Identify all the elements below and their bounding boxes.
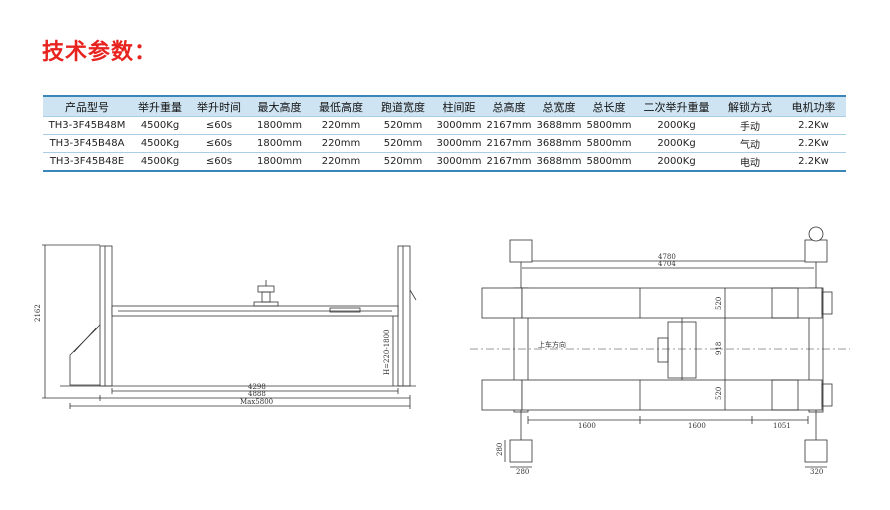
- dim-bottom-3-label: 1051: [773, 422, 791, 430]
- table-cell: 220mm: [310, 152, 372, 172]
- table-cell: 2000Kg: [634, 152, 719, 172]
- table-cell: 3000mm: [434, 116, 484, 135]
- header-cell: 解锁方式: [719, 95, 781, 117]
- header-cell: 二次举升重量: [634, 95, 719, 117]
- table-cell: 5800mm: [584, 134, 634, 153]
- header-cell: 最大高度: [249, 95, 310, 117]
- table-header-row: 产品型号 举升重量 举升时间 最大高度 最低高度 跑道宽度 柱间距 总高度 总宽…: [43, 95, 846, 117]
- table-cell: TH3-3F45B48M: [43, 116, 131, 135]
- table-cell: 1800mm: [249, 134, 310, 153]
- table-cell: 2167mm: [484, 116, 534, 135]
- table-cell: 2.2Kw: [781, 116, 846, 135]
- header-cell: 举升时间: [189, 95, 249, 117]
- table-cell: 520mm: [372, 134, 434, 153]
- header-cell: 总高度: [484, 95, 534, 117]
- header-cell: 举升重量: [131, 95, 189, 117]
- header-cell: 柱间距: [434, 95, 484, 117]
- table-cell: 5800mm: [584, 116, 634, 135]
- header-cell: 跑道宽度: [372, 95, 434, 117]
- table-row: TH3-3F45B48E 4500Kg ≤60s 1800mm 220mm 52…: [43, 152, 846, 172]
- table-cell: 2000Kg: [634, 116, 719, 135]
- table-cell: 1800mm: [249, 152, 310, 172]
- table-cell: 2000Kg: [634, 134, 719, 153]
- table-cell: 4500Kg: [131, 152, 189, 172]
- table-cell: 3688mm: [534, 152, 584, 172]
- dim-post-left-label: 280: [496, 443, 504, 456]
- table-cell: TH3-3F45B48E: [43, 152, 131, 172]
- dim-top-2-label: 4704: [658, 260, 676, 268]
- table-cell: 5800mm: [584, 152, 634, 172]
- table-cell: 3688mm: [534, 134, 584, 153]
- dim-bottom-2-label: 1600: [688, 422, 706, 430]
- center-direction-label: 上车方向: [538, 340, 566, 349]
- dim-right-2-label: 918: [715, 342, 723, 355]
- table-cell: 3000mm: [434, 134, 484, 153]
- table-row: TH3-3F45B48M 4500Kg ≤60s 1800mm 220mm 52…: [43, 116, 846, 135]
- header-cell: 最低高度: [310, 95, 372, 117]
- dim-top-1-label: 4780: [658, 253, 676, 261]
- table-cell: 手动: [719, 116, 781, 135]
- dim-post-right-label: 320: [810, 468, 823, 476]
- table-cell: 220mm: [310, 116, 372, 135]
- header-cell: 总长度: [584, 95, 634, 117]
- spec-table: 产品型号 举升重量 举升时间 最大高度 最低高度 跑道宽度 柱间距 总高度 总宽…: [43, 95, 846, 172]
- table-cell: 4500Kg: [131, 116, 189, 135]
- dim-right-3-label: 520: [715, 387, 723, 400]
- table-cell: 3688mm: [534, 116, 584, 135]
- header-cell: 产品型号: [43, 95, 131, 117]
- dim-post-bottom-label: 280: [516, 468, 529, 476]
- table-cell: 气动: [719, 134, 781, 153]
- dim-outer-label: Max5800: [240, 398, 273, 406]
- table-cell: 2.2Kw: [781, 152, 846, 172]
- dim-bottom-1-label: 1600: [578, 422, 596, 430]
- dim-lift-range-label: H=220-1800: [383, 329, 391, 375]
- dim-right-1-label: 520: [715, 297, 723, 310]
- dim-height-label: 2162: [34, 304, 42, 322]
- table-cell: 520mm: [372, 152, 434, 172]
- table-cell: ≤60s: [189, 152, 249, 172]
- table-cell: 2167mm: [484, 134, 534, 153]
- table-cell: 3000mm: [434, 152, 484, 172]
- table-cell: ≤60s: [189, 116, 249, 135]
- header-cell: 总宽度: [534, 95, 584, 117]
- table-cell: TH3-3F45B48A: [43, 134, 131, 153]
- table-cell: 2.2Kw: [781, 134, 846, 153]
- table-row: TH3-3F45B48A 4500Kg ≤60s 1800mm 220mm 52…: [43, 134, 846, 153]
- page-title: 技术参数：: [42, 40, 158, 65]
- table-cell: 4500Kg: [131, 134, 189, 153]
- dim-inner-label: 4298: [248, 383, 266, 391]
- table-cell: 520mm: [372, 116, 434, 135]
- table-cell: 2167mm: [484, 152, 534, 172]
- table-cell: ≤60s: [189, 134, 249, 153]
- dim-middle-label: 4888: [248, 390, 266, 398]
- table-cell: 220mm: [310, 134, 372, 153]
- header-cell: 电机功率: [781, 95, 846, 117]
- table-cell: 1800mm: [249, 116, 310, 135]
- table-cell: 电动: [719, 152, 781, 172]
